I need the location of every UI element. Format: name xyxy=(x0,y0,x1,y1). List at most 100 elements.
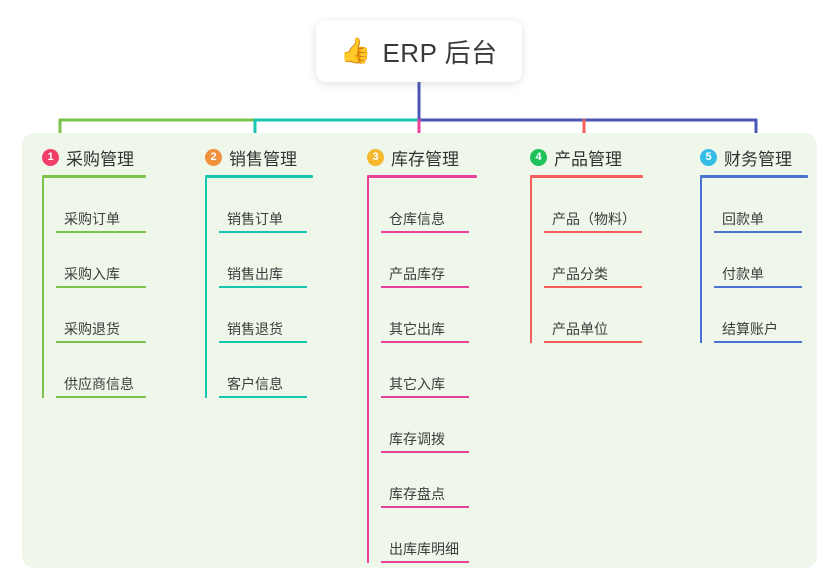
leaf-node-label: 出库库明细 xyxy=(389,541,459,557)
column-header-3[interactable]: 3 库存管理 xyxy=(367,146,477,169)
column-header-1[interactable]: 1 采购管理 xyxy=(42,146,146,169)
leaf-node-underline xyxy=(219,286,307,288)
column-spine-1 xyxy=(42,178,44,398)
leaf-node[interactable]: 采购入库 xyxy=(42,233,146,288)
column-rule-2 xyxy=(205,175,313,178)
leaf-node-underline xyxy=(56,396,146,398)
leaf-node-label: 客户信息 xyxy=(227,376,283,392)
column-spine-5 xyxy=(700,178,702,343)
leaf-node[interactable]: 回款单 xyxy=(700,178,808,233)
leaf-node-underline xyxy=(381,451,469,453)
leaf-node[interactable]: 销售出库 xyxy=(205,233,313,288)
leaf-node-label: 销售出库 xyxy=(227,266,283,282)
leaf-node[interactable]: 销售订单 xyxy=(205,178,313,233)
column-title-5: 财务管理 xyxy=(724,149,792,169)
column-title-3: 库存管理 xyxy=(391,149,459,169)
leaf-node-label: 付款单 xyxy=(722,266,764,282)
leaf-node-label: 其它出库 xyxy=(389,321,445,337)
column-rule-1 xyxy=(42,175,146,178)
leaf-node-underline xyxy=(544,286,642,288)
leaf-node-underline xyxy=(544,231,642,233)
leaf-node[interactable]: 仓库信息 xyxy=(367,178,477,233)
column-title-4: 产品管理 xyxy=(554,149,622,169)
leaf-node[interactable]: 库存盘点 xyxy=(367,453,477,508)
leaf-node[interactable]: 付款单 xyxy=(700,233,808,288)
leaf-node-label: 库存盘点 xyxy=(389,486,445,502)
column-badge-3: 3 xyxy=(367,148,384,166)
leaf-node[interactable]: 其它入库 xyxy=(367,343,477,398)
leaf-node-underline xyxy=(381,561,469,563)
leaf-node-underline xyxy=(381,231,469,233)
column-header-2[interactable]: 2 销售管理 xyxy=(205,146,313,169)
column-items-4: 产品（物料） 产品分类产品单位 xyxy=(530,178,643,343)
column-3: 3 库存管理仓库信息产品库存其它出库其它入库库存调拨库存盘点出库库明细 xyxy=(367,146,477,563)
leaf-node-underline xyxy=(381,506,469,508)
column-spine-2 xyxy=(205,178,207,398)
column-rule-4 xyxy=(530,175,643,178)
leaf-node-label: 产品（物料） xyxy=(552,211,636,227)
column-badge-2: 2 xyxy=(205,148,222,166)
leaf-node[interactable]: 产品库存 xyxy=(367,233,477,288)
column-4: 4 产品管理产品（物料） 产品分类产品单位 xyxy=(530,146,643,343)
leaf-node-label: 库存调拨 xyxy=(389,431,445,447)
leaf-node-underline xyxy=(544,341,642,343)
column-rule-3 xyxy=(367,175,477,178)
column-header-5[interactable]: 5 财务管理 xyxy=(700,146,808,169)
leaf-node[interactable]: 其它出库 xyxy=(367,288,477,343)
thumbs-up-icon: 👍 xyxy=(340,36,372,65)
leaf-node-label: 销售订单 xyxy=(227,211,283,227)
leaf-node-underline xyxy=(219,341,307,343)
leaf-node-underline xyxy=(714,341,802,343)
column-items-5: 回款单付款单结算账户 xyxy=(700,178,808,343)
column-badge-4: 4 xyxy=(530,148,547,166)
leaf-node[interactable]: 客户信息 xyxy=(205,343,313,398)
leaf-node[interactable]: 供应商信息 xyxy=(42,343,146,398)
leaf-node-label: 回款单 xyxy=(722,211,764,227)
column-badge-5: 5 xyxy=(700,148,717,166)
leaf-node-underline xyxy=(219,396,307,398)
leaf-node[interactable]: 库存调拨 xyxy=(367,398,477,453)
leaf-node[interactable]: 产品单位 xyxy=(530,288,643,343)
leaf-node-label: 产品单位 xyxy=(552,321,608,337)
leaf-node-underline xyxy=(56,231,146,233)
leaf-node-label: 产品分类 xyxy=(552,266,608,282)
leaf-node[interactable]: 产品（物料） xyxy=(530,178,643,233)
column-5: 5 财务管理回款单付款单结算账户 xyxy=(700,146,808,343)
leaf-node[interactable]: 销售退货 xyxy=(205,288,313,343)
column-spine-4 xyxy=(530,178,532,343)
leaf-node-underline xyxy=(56,341,146,343)
content-panel xyxy=(22,133,817,568)
leaf-node-label: 结算账户 xyxy=(722,321,778,337)
leaf-node-underline xyxy=(381,396,469,398)
leaf-node-underline xyxy=(714,231,802,233)
leaf-node[interactable]: 采购订单 xyxy=(42,178,146,233)
leaf-node-label: 销售退货 xyxy=(227,321,283,337)
column-items-2: 销售订单销售出库销售退货客户信息 xyxy=(205,178,313,398)
root-node-card[interactable]: 👍 ERP 后台 xyxy=(316,20,522,82)
column-title-1: 采购管理 xyxy=(66,149,134,169)
leaf-node[interactable]: 采购退货 xyxy=(42,288,146,343)
leaf-node[interactable]: 出库库明细 xyxy=(367,508,477,563)
root-node-content: 👍 ERP 后台 xyxy=(340,33,497,70)
leaf-node[interactable]: 产品分类 xyxy=(530,233,643,288)
leaf-node-label: 供应商信息 xyxy=(64,376,134,392)
root-title: ERP 后台 xyxy=(382,37,498,68)
leaf-node[interactable]: 结算账户 xyxy=(700,288,808,343)
leaf-node-underline xyxy=(56,286,146,288)
leaf-node-underline xyxy=(381,286,469,288)
column-badge-1: 1 xyxy=(42,148,59,166)
column-spine-3 xyxy=(367,178,369,563)
leaf-node-label: 采购入库 xyxy=(64,266,120,282)
leaf-node-label: 采购退货 xyxy=(64,321,120,337)
column-title-2: 销售管理 xyxy=(229,149,297,169)
column-2: 2 销售管理销售订单销售出库销售退货客户信息 xyxy=(205,146,313,398)
column-rule-5 xyxy=(700,175,808,178)
leaf-node-underline xyxy=(381,341,469,343)
leaf-node-label: 采购订单 xyxy=(64,211,120,227)
leaf-node-label: 仓库信息 xyxy=(389,211,445,227)
leaf-node-label: 其它入库 xyxy=(389,376,445,392)
leaf-node-underline xyxy=(219,231,307,233)
leaf-node-label: 产品库存 xyxy=(389,266,445,282)
column-header-4[interactable]: 4 产品管理 xyxy=(530,146,643,169)
